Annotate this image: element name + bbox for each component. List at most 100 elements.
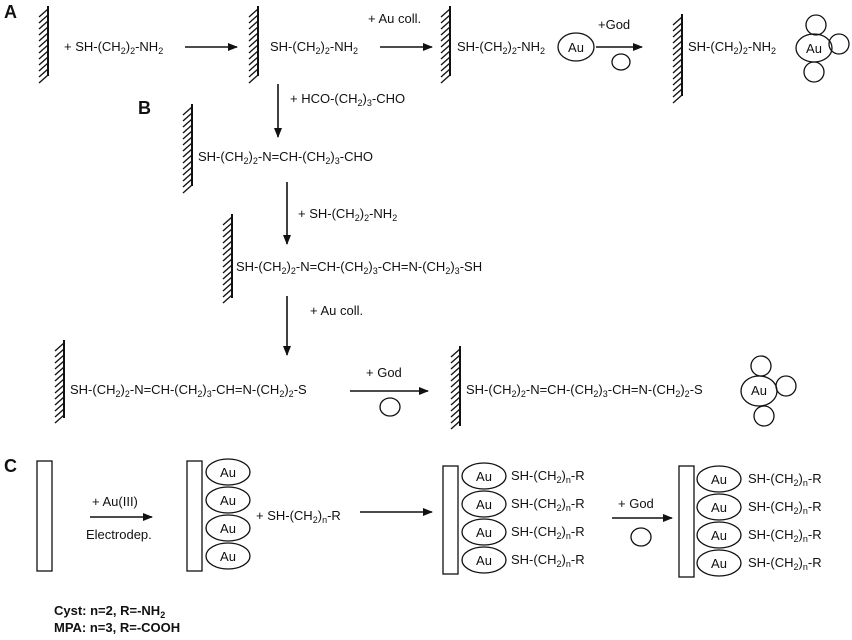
reagent-au-colloid-b: + Au coll. xyxy=(310,303,364,318)
au-label: Au xyxy=(711,556,727,571)
electrode-hatch xyxy=(182,130,193,140)
electrode-hatch xyxy=(450,408,461,418)
god-enzyme xyxy=(379,397,401,417)
electrode-hatch xyxy=(222,294,233,304)
electrode-hatch xyxy=(672,28,683,38)
reagent-god-b: + God xyxy=(366,365,402,380)
electrode-hatch xyxy=(38,56,49,66)
electrode-hatch xyxy=(450,390,461,400)
electrode-hatch xyxy=(672,88,683,98)
electrode-hatch xyxy=(450,366,461,376)
gold-nanoparticle xyxy=(696,493,742,521)
electrode-hatch xyxy=(440,26,451,36)
god-enzyme xyxy=(803,61,825,83)
au-label: Au xyxy=(711,472,727,487)
reagent-au-iii: + Au(III) xyxy=(92,494,138,509)
thiol-label: SH-(CH2)n-R xyxy=(511,496,585,513)
electrode-hatch xyxy=(182,136,193,146)
electrode-plate xyxy=(36,460,53,572)
reagent-cysteamine: + SH-(CH2)2-NH2 xyxy=(64,39,164,56)
gold-nanoparticle xyxy=(205,514,251,542)
imine-aldehyde-label: SH-(CH2)2-N=CH-(CH2)3-CHO xyxy=(198,149,373,166)
electrode-hatch xyxy=(182,184,193,194)
au-label: Au xyxy=(476,553,492,568)
electrode-hatch xyxy=(54,348,65,358)
electrode-hatch xyxy=(450,384,461,394)
diimine-sulfide-label: SH-(CH2)2-N=CH-(CH2)3-CH=N-(CH2)2-S xyxy=(70,382,307,399)
electrode-hatch xyxy=(182,106,193,116)
thiol-label: SH-(CH2)n-R xyxy=(748,499,822,516)
cysteamine-au-god-label: SH-(CH2)2-NH2 xyxy=(688,39,776,56)
electrode-hatch xyxy=(222,276,233,286)
electrode-hatch xyxy=(248,68,259,78)
electrode-hatch xyxy=(54,360,65,370)
au-label: Au xyxy=(711,528,727,543)
electrode-hatch xyxy=(672,64,683,74)
legend-mpa: MPA: n=3, R=-COOH xyxy=(54,620,181,635)
electrode-hatch xyxy=(182,142,193,152)
gold-nanoparticle xyxy=(205,542,251,570)
electrode-hatch xyxy=(222,246,233,256)
au-label: Au xyxy=(806,41,822,56)
electrode-hatch xyxy=(54,402,65,412)
electrode-hatch xyxy=(54,396,65,406)
electrode-hatch xyxy=(182,166,193,176)
electrode-hatch xyxy=(182,118,193,128)
au-label: Au xyxy=(476,497,492,512)
panel-label-c: C xyxy=(4,456,17,476)
electrode-hatch xyxy=(38,20,49,30)
electrode-hatch xyxy=(182,112,193,122)
god-enzyme xyxy=(775,375,797,397)
gold-nanoparticle xyxy=(461,518,507,546)
electrode-hatch xyxy=(182,154,193,164)
diimine-au-god-label: SH-(CH2)2-N=CH-(CH2)3-CH=N-(CH2)2-S xyxy=(466,382,703,399)
electrode-hatch xyxy=(672,40,683,50)
cysteamine-sam-label: SH-(CH2)2-NH2 xyxy=(270,39,358,56)
electrode-hatch xyxy=(450,396,461,406)
god-enzyme xyxy=(805,14,827,36)
electrode-hatch xyxy=(54,366,65,376)
god-enzyme xyxy=(750,355,772,377)
electrode-hatch xyxy=(54,342,65,352)
god-enzyme xyxy=(753,405,775,427)
electrode-hatch xyxy=(248,20,259,30)
gold-nanoparticle xyxy=(696,465,742,493)
electrode-hatch xyxy=(440,44,451,54)
electrode-hatch xyxy=(54,414,65,424)
electrode-hatch xyxy=(38,50,49,60)
electrode-hatch xyxy=(38,44,49,54)
electrode-hatch xyxy=(450,378,461,388)
electrode-hatch xyxy=(450,420,461,430)
electrode-hatch xyxy=(38,68,49,78)
electrode-hatch xyxy=(450,414,461,424)
au-label: Au xyxy=(476,525,492,540)
electrode-hatch xyxy=(450,360,461,370)
electrode-hatch xyxy=(440,56,451,66)
electrode-hatch xyxy=(248,38,259,48)
diimine-thiol-label: SH-(CH2)2-N=CH-(CH2)3-CH=N-(CH2)3-SH xyxy=(236,259,483,276)
au-label: Au xyxy=(220,521,236,536)
reagent-au-colloid-a: + Au coll. xyxy=(368,11,422,26)
electrode-hatch xyxy=(182,172,193,182)
electrode-hatch xyxy=(248,44,259,54)
electrode-hatch xyxy=(222,270,233,280)
electrode-hatch xyxy=(54,390,65,400)
electrode-hatch xyxy=(38,32,49,42)
thiol-label: SH-(CH2)n-R xyxy=(511,552,585,569)
electrode-hatch xyxy=(672,58,683,68)
thiol-label: SH-(CH2)n-R xyxy=(511,468,585,485)
electrode-hatch xyxy=(38,26,49,36)
electrode-hatch xyxy=(54,408,65,418)
electrode-hatch xyxy=(440,68,451,78)
electrode-hatch xyxy=(440,38,451,48)
au-label: Au xyxy=(711,500,727,515)
electrode-hatch xyxy=(38,74,49,84)
electrode-hatch xyxy=(248,56,259,66)
thiol-label: SH-(CH2)n-R xyxy=(748,527,822,544)
electrode-hatch xyxy=(672,94,683,104)
electrode-hatch xyxy=(248,62,259,72)
god-enzyme xyxy=(630,527,652,547)
electrode-hatch xyxy=(54,372,65,382)
electrode-plate xyxy=(678,465,695,578)
